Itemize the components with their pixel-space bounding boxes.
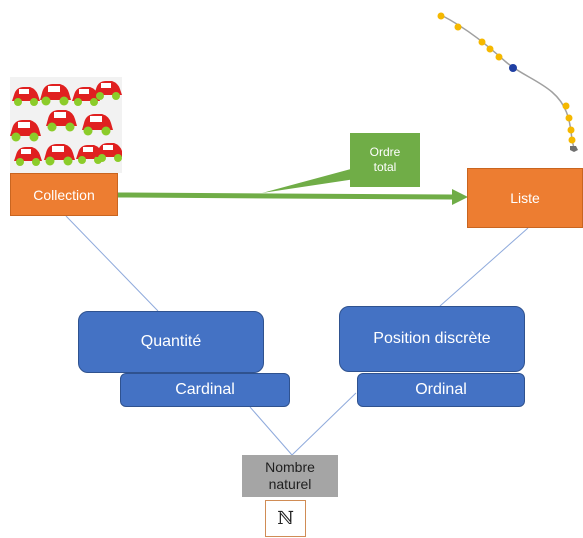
toy-cars-collection-icon xyxy=(10,77,122,173)
ordre-total-callout: Ordre total xyxy=(350,133,420,187)
connector-cardinal-nombre xyxy=(249,406,293,456)
ordre-total-line1: Ordre xyxy=(369,145,401,159)
naturals-symbol: ℕ xyxy=(277,508,294,529)
connector-liste-position xyxy=(439,227,529,307)
quantite-label: Quantité xyxy=(140,333,202,350)
cardinal-node: Cardinal xyxy=(120,373,290,407)
position-discrete-label: Position discrète xyxy=(373,330,491,347)
naturals-symbol-box: ℕ xyxy=(265,500,306,537)
ordre-total-arrow-head xyxy=(452,189,468,205)
quantite-node: Quantité xyxy=(78,311,264,373)
cardinal-label: Cardinal xyxy=(175,381,235,398)
nombre-naturel-line1: Nombre xyxy=(265,459,315,475)
nombre-naturel-line2: naturel xyxy=(268,476,312,492)
nombre-naturel-node: Nombre naturel xyxy=(242,455,338,497)
collection-node: Collection xyxy=(10,173,118,216)
liste-node: Liste xyxy=(467,168,583,228)
ordinal-node: Ordinal xyxy=(357,373,525,407)
collection-label: Collection xyxy=(33,186,95,203)
ordre-total-arrow-shaft xyxy=(117,192,453,200)
ordre-total-line2: total xyxy=(373,160,397,174)
position-discrete-node: Position discrète xyxy=(339,306,525,372)
ordinal-label: Ordinal xyxy=(415,381,467,398)
connector-collection-quantite xyxy=(65,215,159,312)
ordre-total-callout-pointer xyxy=(262,166,362,193)
connector-ordinal-nombre xyxy=(291,392,357,456)
ordered-beads-on-string-icon xyxy=(437,12,578,152)
liste-label: Liste xyxy=(510,190,540,206)
